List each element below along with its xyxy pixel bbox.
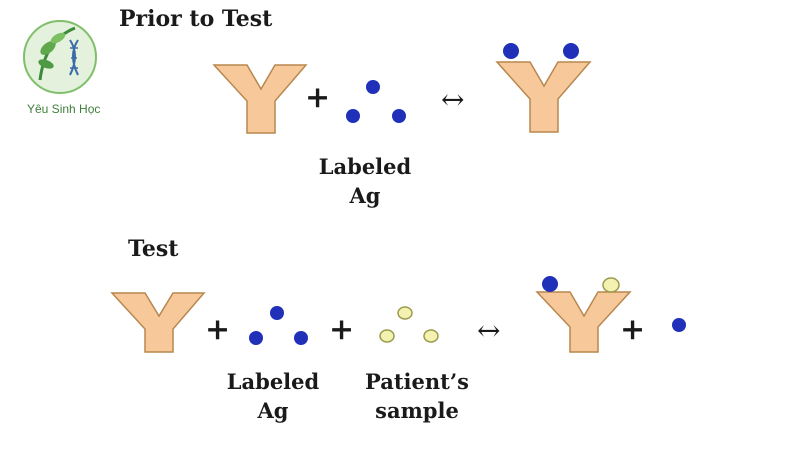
prior-to-test-title: Prior to Test [119,6,272,32]
labeled-ag-dot [672,318,686,332]
antibody-shape [112,293,204,352]
labeled-ag-label-line1: Labeled [218,367,328,396]
patient-sample-label: Patient’s sample [352,367,482,425]
logo-icon [24,21,96,93]
labeled-ag-dot [503,43,519,59]
equilibrium-arrow: ↔ [477,314,500,347]
labeled-ag-label-line2: Ag [310,181,420,210]
plus-sign: + [205,312,230,347]
patient-ag-dot [398,307,412,319]
test-title: Test [128,236,178,262]
patient-ag-dot [424,330,438,342]
logo-text: Yêu Sinh Học [27,102,100,116]
antibody-shape [214,65,306,133]
equilibrium-arrow: ↔ [441,83,464,116]
labeled-ag-label-line1: Labeled [310,152,420,181]
labeled-ag-dot [366,80,380,94]
labeled-ag-dot [392,109,406,123]
labeled-ag-dot [563,43,579,59]
plus-sign: + [329,312,354,347]
antibody-shape [497,62,590,132]
labeled-ag-dot [294,331,308,345]
patient-ag-dot [380,330,394,342]
plus-sign: + [305,80,330,115]
antibody-shape [537,292,630,352]
labeled-ag-label: Labeled Ag [310,152,420,210]
patient-sample-label-line1: Patient’s [352,367,482,396]
labeled-ag-dot [249,331,263,345]
labeled-ag-dot [542,276,558,292]
labeled-ag-label-line2: Ag [218,396,328,425]
labeled-ag-dot [346,109,360,123]
labeled-ag-dot [270,306,284,320]
patient-ag-dot [603,278,619,292]
patient-sample-label-line2: sample [352,396,482,425]
labeled-ag-label: Labeled Ag [218,367,328,425]
plus-sign: + [620,312,645,347]
